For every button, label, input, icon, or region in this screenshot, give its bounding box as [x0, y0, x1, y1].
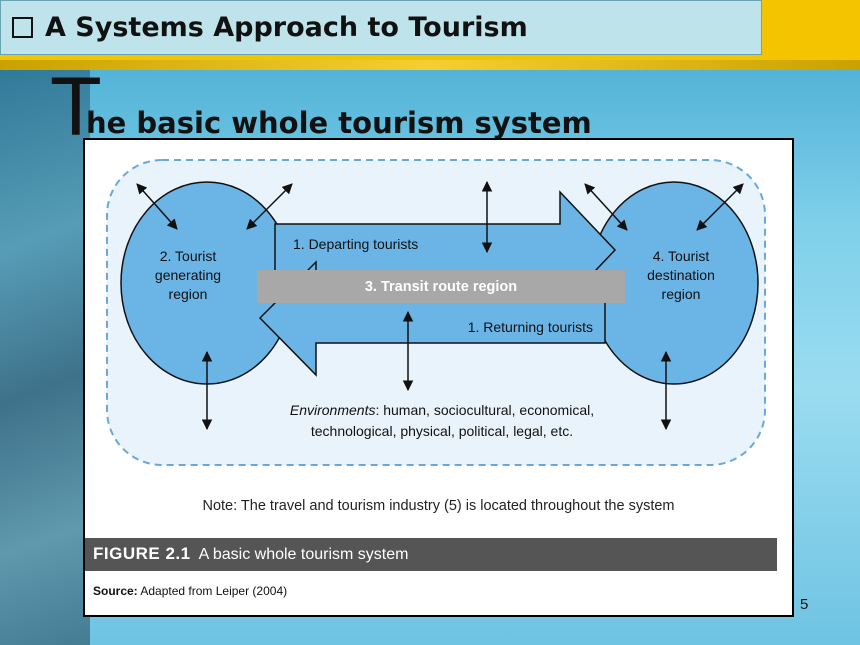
environment-line-2: technological, physical, political, lega… — [311, 423, 573, 439]
destination-label-1: 4. Tourist — [653, 248, 710, 264]
drop-cap-letter: T — [52, 64, 100, 154]
departing-label: 1. Departing tourists — [293, 236, 418, 252]
slide-subtitle: he basic whole tourism system — [86, 106, 592, 140]
page-number: 5 — [800, 596, 809, 613]
figure-caption-text: A basic whole tourism system — [198, 546, 409, 563]
figure-caption-bar: FIGURE 2.1 A basic whole tourism system — [85, 538, 777, 571]
checkbox-bullet-icon — [12, 17, 33, 38]
figure-note: Note: The travel and tourism industry (5… — [202, 498, 675, 514]
figure-label: FIGURE 2.1 — [93, 544, 191, 563]
slide-title: A Systems Approach to Tourism — [45, 12, 528, 43]
top-stripe — [0, 60, 860, 70]
generating-label-3: region — [169, 286, 208, 302]
destination-label-3: region — [662, 286, 701, 302]
figure-panel: 3. Transit route region 2. Tourist gener… — [83, 138, 794, 617]
environment-rest: : human, sociocultural, economical, — [375, 402, 594, 418]
transit-label: 3. Transit route region — [365, 279, 517, 295]
environment-line-1: Environments: human, sociocultural, econ… — [290, 402, 594, 418]
arrow-generating-upper-left — [136, 183, 178, 230]
returning-label: 1. Returning tourists — [468, 319, 593, 335]
source-label: Source: — [93, 584, 138, 598]
background-photo — [0, 70, 90, 645]
destination-label-2: destination — [647, 267, 715, 283]
generating-label-2: generating — [155, 267, 221, 283]
arrow-destination-upper-right — [696, 183, 744, 231]
generating-label-1: 2. Tourist — [160, 248, 217, 264]
arrow-generating-upper-right — [246, 183, 293, 230]
source-text: Adapted from Leiper (2004) — [140, 584, 288, 598]
transit-route-bar — [257, 270, 625, 303]
tourism-system-diagram: 3. Transit route region 2. Tourist gener… — [106, 159, 766, 466]
environment-italic: Environments — [290, 402, 376, 418]
title-box: A Systems Approach to Tourism — [0, 0, 762, 55]
figure-source: Source: Adapted from Leiper (2004) — [93, 584, 287, 598]
arrow-destination-upper-left — [584, 183, 628, 231]
figure-caption: FIGURE 2.1 A basic whole tourism system — [93, 544, 408, 564]
